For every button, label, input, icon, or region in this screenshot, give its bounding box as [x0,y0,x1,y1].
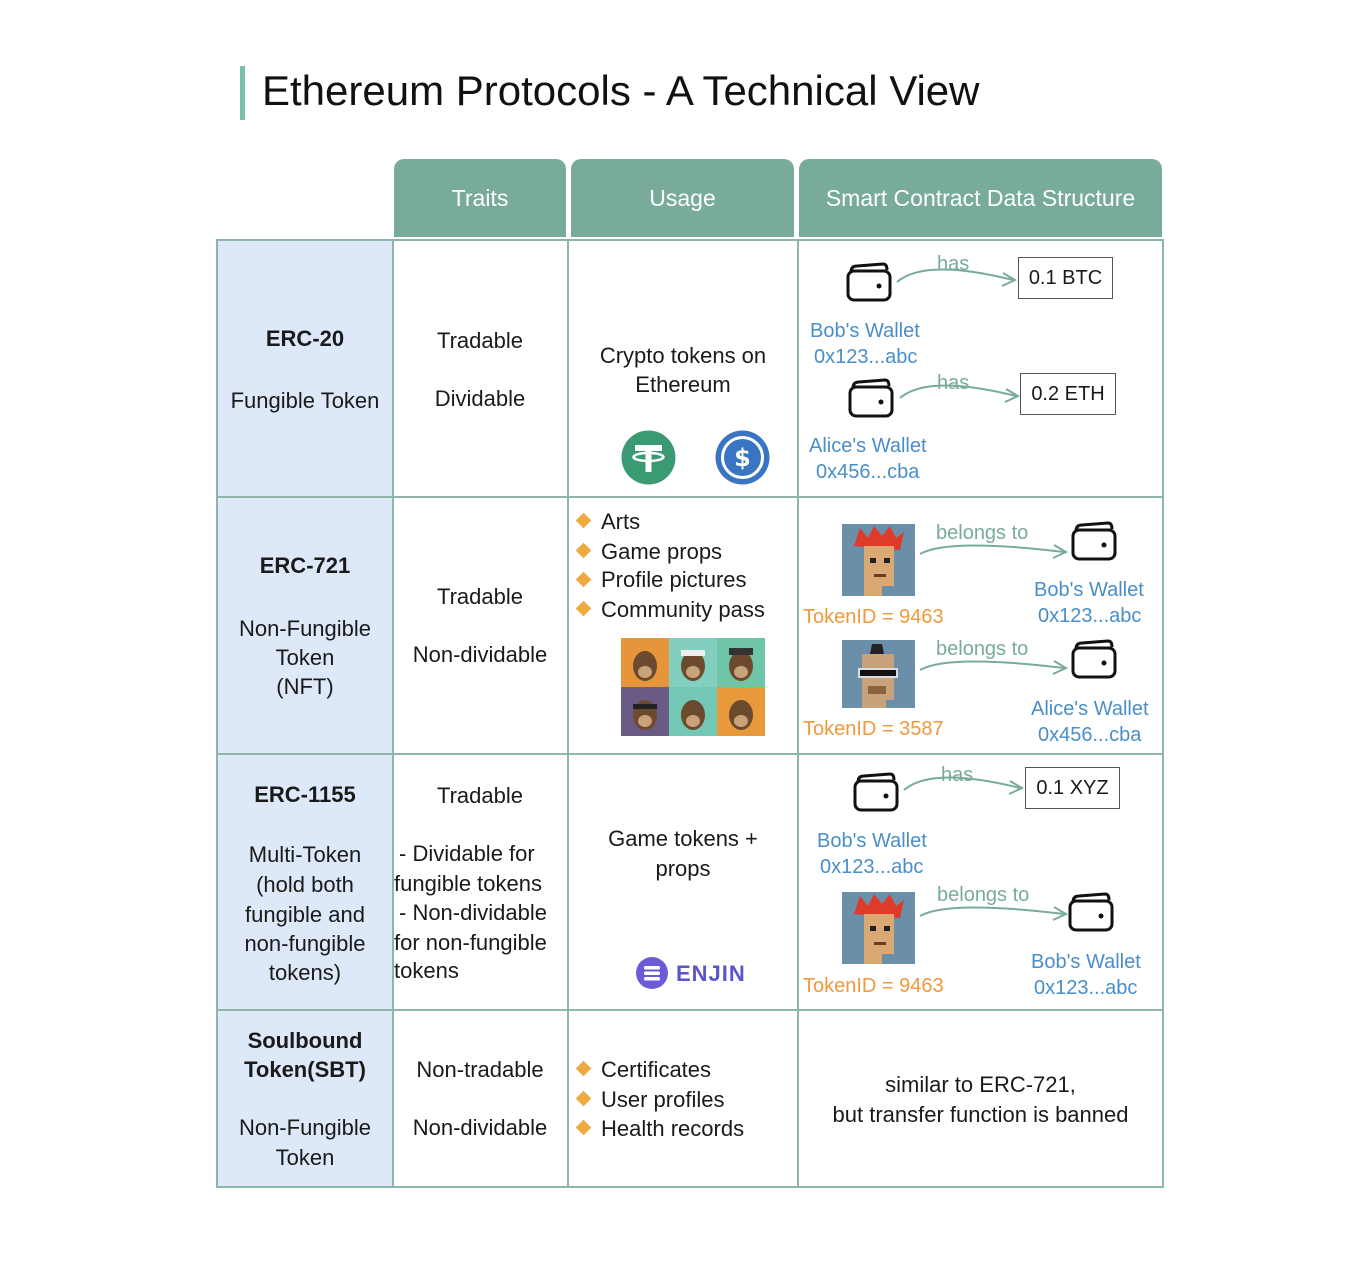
erc1155-trait-line5: tokens [394,958,459,983]
tether-icon [621,430,676,485]
erc20-alice-addr: 0x456...cba [816,461,920,483]
erc1155-subtitle-3: fungible and [245,902,365,927]
erc1155-amount: 0.1 XYZ [1025,767,1120,809]
erc20-relation-2: has [937,372,970,394]
divider [216,1009,1164,1011]
erc721-usage-arts: Arts [601,509,641,534]
belongs-arrow [919,544,1069,559]
erc20-usage-line1: Crypto tokens on [599,343,767,368]
erc1155-relation-belongs: belongs to [937,884,1030,906]
erc20-bob-wallet: Bob's Wallet [810,320,920,342]
sbt-subtitle-1: Non-Fungible [238,1115,372,1140]
ape-avatar [842,640,915,708]
erc1155-trait-line2: fungible tokens [394,871,542,896]
erc721-usage-profile: Profile pictures [601,567,747,592]
erc20-alice-amount: 0.2 ETH [1020,373,1116,415]
title-accent-bar [240,66,245,120]
erc1155-bob2-addr: 0x123...abc [1034,977,1138,999]
punk-avatar [842,524,915,596]
page-title: Ethereum Protocols - A Technical View [262,67,980,114]
erc1155-subtitle-5: tokens) [268,960,342,985]
erc1155-trait-line4: for non-fungible [394,930,547,955]
erc721-usage-community: Community pass [601,597,765,622]
erc721-token-1: TokenID = 9463 [803,606,944,628]
erc20-trait-tradable: Tradable [436,328,523,353]
divider [392,239,394,1188]
erc1155-token: TokenID = 9463 [803,975,944,997]
sbt-usage-health: Health records [601,1116,745,1141]
erc1155-bob2-wallet: Bob's Wallet [1031,951,1141,973]
erc20-usage-line2: Ethereum [635,372,731,397]
erc1155-subtitle-4: non-fungible [244,931,366,956]
erc721-bob-addr: 0x123...abc [1038,605,1142,627]
wallet-icon [846,262,892,302]
sbt-name-2: Token(SBT) [244,1057,366,1082]
erc1155-name: ERC-1155 [254,782,356,807]
erc1155-relation-has: has [941,764,974,786]
wallet-icon [848,378,894,418]
erc721-alice-addr: 0x456...cba [1038,724,1142,746]
erc721-relation-2: belongs to [936,638,1029,660]
svg-text:$: $ [734,444,751,472]
wallet-icon [1071,521,1117,561]
erc1155-usage-line2: props [655,856,711,881]
erc20-trait-dividable: Dividable [434,386,526,411]
has-arrow [899,384,1021,403]
wallet-icon [853,772,899,812]
erc1155-bob-wallet: Bob's Wallet [817,830,927,852]
erc721-alice-wallet: Alice's Wallet [1031,698,1149,720]
sbt-trait-nontradable: Non-tradable [416,1057,544,1082]
sbt-structure-line1: similar to ERC-721, [885,1072,1076,1097]
erc20-bob-amount: 0.1 BTC [1018,257,1113,299]
divider [216,753,1164,755]
protocol-table [216,239,1164,1188]
header-traits: Traits [394,159,566,237]
erc721-usage-game: Game props [601,539,723,564]
sbt-usage-profiles: User profiles [601,1087,725,1112]
erc1155-subtitle-1: Multi-Token [248,842,362,867]
has-arrow [896,268,1018,287]
belongs-arrow [919,660,1069,675]
divider [567,239,569,1188]
erc721-bob-wallet: Bob's Wallet [1034,579,1144,601]
erc721-trait-tradable: Tradable [436,584,523,609]
enjin-icon [636,957,668,989]
erc1155-trait-line3: - Non-dividable [399,900,547,925]
header-structure: Smart Contract Data Structure [799,159,1162,237]
belongs-arrow [919,906,1069,921]
punk-avatar [842,892,915,964]
erc1155-subtitle-2: (hold both [256,872,354,897]
erc721-token-2: TokenID = 3587 [803,718,944,740]
erc721-trait-nondividable: Non-dividable [412,642,548,667]
divider [797,239,799,1188]
erc721-name: ERC-721 [259,553,351,578]
name-column-bg [218,241,392,1186]
erc1155-trait-tradable: Tradable [436,783,523,808]
erc20-relation-1: has [937,253,970,275]
erc20-bob-addr: 0x123...abc [814,346,918,368]
sbt-name-1: Soulbound [247,1028,363,1053]
erc721-subtitle-1: Non-Fungible [238,616,372,641]
erc721-relation-1: belongs to [936,522,1029,544]
erc721-subtitle-2: Token [275,645,335,670]
usdc-icon: $ [715,430,770,485]
sbt-usage-certificates: Certificates [601,1057,712,1082]
enjin-logo-text: ENJIN [676,961,746,986]
header-usage: Usage [571,159,794,237]
erc20-name: ERC-20 [265,326,345,351]
wallet-icon [1068,892,1114,932]
sbt-subtitle-2: Token [275,1145,335,1170]
erc1155-bob-addr: 0x123...abc [820,856,924,878]
wallet-icon [1071,639,1117,679]
erc721-subtitle-3: (NFT) [276,674,334,699]
divider [216,496,1164,498]
has-arrow [903,776,1025,795]
erc20-alice-wallet: Alice's Wallet [809,435,927,457]
sbt-trait-nondividable: Non-dividable [412,1115,548,1140]
erc20-subtitle: Fungible Token [230,388,380,413]
ape-collection-image [621,638,765,736]
sbt-structure-line2: but transfer function is banned [832,1102,1129,1127]
erc1155-usage-line1: Game tokens + [608,826,758,851]
erc1155-trait-line1: - Dividable for [399,841,535,866]
